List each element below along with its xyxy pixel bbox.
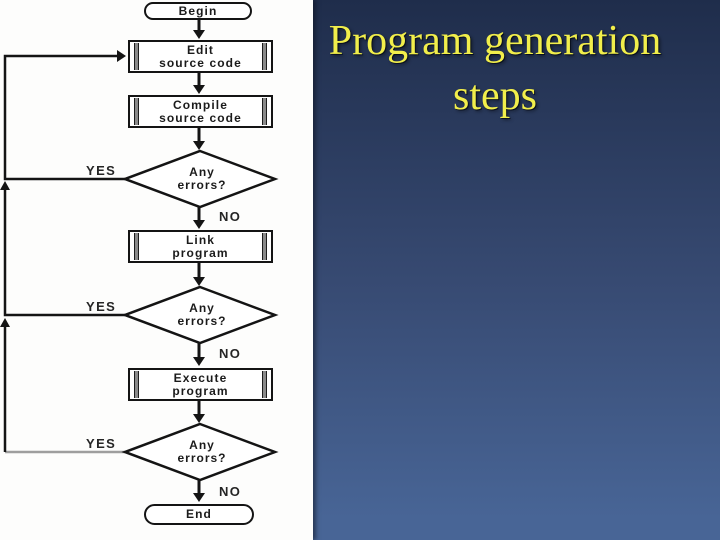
node-decision3[interactable]: Any errors? [127,436,277,468]
predefined-process-bar [262,98,267,125]
node-link-line1: Link [185,232,216,247]
node-edit-source-code[interactable]: Edit source code [128,40,273,73]
yes-label-3: YES [86,436,117,451]
slide-title-line2: steps [453,73,537,119]
decision3-line1: Any [189,437,215,452]
decision1-line1: Any [189,164,215,179]
node-compile-line1: Compile [172,97,229,112]
node-link-program[interactable]: Link program [128,230,273,263]
no-label-2: NO [219,346,242,361]
predefined-process-bar [262,43,267,70]
flowchart-panel: Begin Edit source code Compile source co… [0,0,313,540]
predefined-process-bar [134,233,139,260]
node-execute-line1: Execute [173,370,228,385]
decision1-diamond [121,149,279,209]
predefined-process-bar [134,98,139,125]
decision3-diamond [121,422,279,482]
predefined-process-bar [262,371,267,398]
decision2-diamond [121,285,279,345]
predefined-process-bar [134,371,139,398]
node-decision2[interactable]: Any errors? [127,299,277,331]
yes-label-2: YES [86,299,117,314]
node-begin[interactable]: Begin [144,2,252,20]
node-compile-source-code[interactable]: Compile source code [128,95,273,128]
yes-label-1: YES [86,163,117,178]
node-decision1[interactable]: Any errors? [127,163,277,195]
node-link-line2: program [172,245,229,260]
node-begin-label: Begin [178,3,218,18]
no-label-1: NO [219,209,242,224]
node-edit-line2: source code [159,55,242,70]
flowchart-connectors [0,20,279,502]
decision2-line1: Any [189,300,215,315]
node-end[interactable]: End [144,504,254,525]
slide-title: Program generation steps [313,14,677,124]
decision1-line2: errors? [177,178,227,192]
decision2-line2: errors? [177,314,227,328]
node-compile-line2: source code [159,110,242,125]
node-execute-line2: program [172,383,229,398]
no-label-3: NO [219,484,242,499]
node-execute-program[interactable]: Execute program [128,368,273,401]
slide-title-line1: Program generation [328,18,662,64]
predefined-process-bar [134,43,139,70]
node-edit-line1: Edit [186,42,215,57]
node-end-label: End [186,507,212,521]
decision3-line2: errors? [177,451,227,465]
predefined-process-bar [262,233,267,260]
